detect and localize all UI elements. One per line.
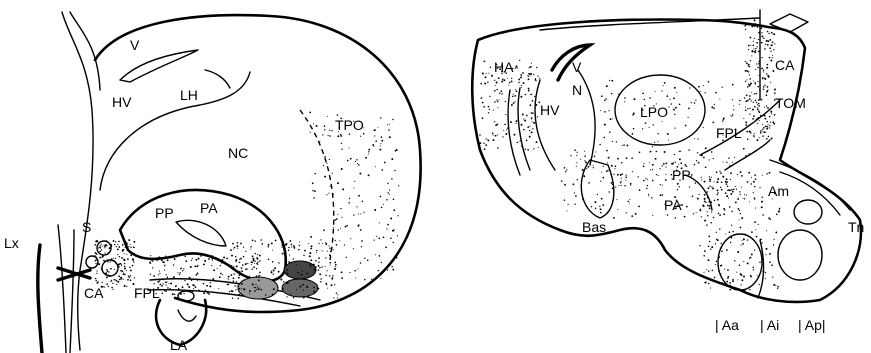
left-oval-nucleus-2 [282,279,318,297]
left-label-hv: HV [112,94,132,110]
right-label-hv: HV [540,102,560,118]
left-lx-lamina [38,245,42,353]
left-tpo-boundary [300,110,334,260]
left-label-la: LA [170,337,188,353]
left-hemisphere-outline [95,15,421,312]
left-label-nc: NC [228,145,248,161]
left-la-inner [178,310,196,321]
left-label-s: S [82,219,91,235]
left-inner-line [58,225,66,353]
right-label-aa: | Aa [715,317,739,333]
right-aa-region [718,234,762,290]
right-bas-outline [581,160,614,218]
left-sagittal-section: V HV LH NC TPO PP PA S Lx CA FPL LA [4,12,421,353]
left-fpl-node [178,291,194,301]
right-label-ca: CA [775,57,795,73]
right-ventricle-v [552,45,590,80]
right-label-am: Am [768,183,789,199]
left-label-tpo: TPO [335,117,364,133]
left-midline-line-2 [70,12,100,90]
left-lamina-lh [100,72,250,190]
left-label-pp: PP [155,205,174,221]
right-label-fpl: FPL [716,125,742,141]
right-label-v: V [572,59,582,75]
left-ventricle-v [120,50,198,82]
right-label-ap: | Ap| [798,317,826,333]
left-s-circle-3 [86,256,98,268]
left-label-ca: CA [84,285,104,301]
left-lh-tick [205,70,230,88]
right-ai-region [778,230,822,280]
left-label-pa: PA [200,200,218,216]
left-label-v: V [130,37,140,53]
right-hv-boundary [535,80,555,170]
right-tn-circle [794,200,822,224]
right-label-ai: | Ai [760,317,779,333]
left-pa-inner [176,220,226,246]
left-label-lh: LH [180,87,198,103]
left-label-lx: Lx [4,235,19,251]
right-outline [472,20,861,302]
left-label-fpl: FPL [134,285,160,301]
right-label-ha: HA [494,59,514,75]
right-label-tom: TOM [775,95,806,111]
right-label-n: N [572,82,582,98]
right-label-pp: PP [672,167,691,183]
right-section: HA V N HV LPO CA TOM FPL PP PA Bas Am Tn… [472,10,864,333]
right-fpl-line-2 [725,140,770,170]
right-label-bas: Bas [582,219,606,235]
right-label-tn: Tn [848,219,864,235]
right-label-pa: PA [664,197,682,213]
left-inner-line-2 [70,230,74,353]
right-label-lpo: LPO [640,104,668,120]
